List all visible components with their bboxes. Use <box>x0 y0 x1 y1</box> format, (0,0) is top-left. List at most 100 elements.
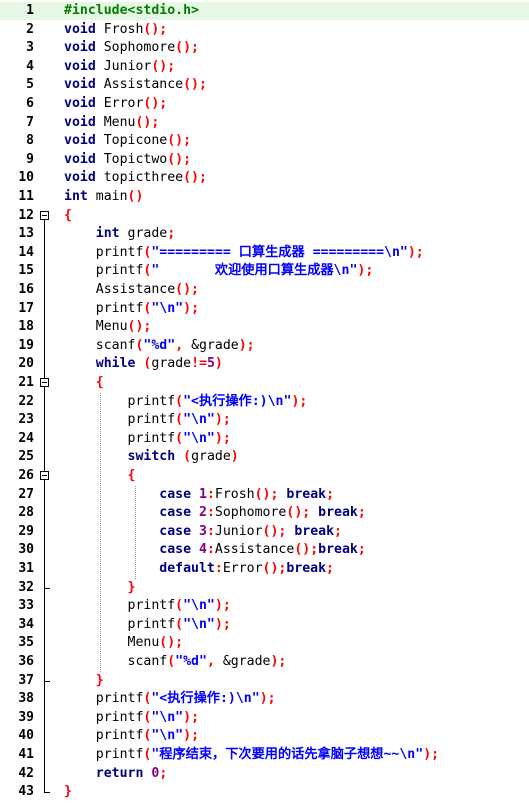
code-token <box>64 449 128 464</box>
code-line[interactable]: 32 } <box>0 579 529 597</box>
code-line[interactable]: 31 default:Error();break; <box>0 560 529 578</box>
code-token: Sophomore <box>95 40 176 56</box>
fold-toggle-icon[interactable] <box>40 471 49 480</box>
code-token: #include<stdio.h> <box>64 3 199 18</box>
line-source: void Frosh(); <box>64 21 167 39</box>
code-line[interactable]: 42 return 0; <box>0 765 529 783</box>
code-token <box>64 356 96 371</box>
code-token: break <box>294 523 335 539</box>
code-token: "\n" <box>151 728 184 744</box>
code-token <box>64 766 96 781</box>
code-line[interactable]: 30 case 4:Assistance();break; <box>0 541 529 559</box>
code-token: ( <box>143 244 152 260</box>
fold-end-marker <box>44 587 50 589</box>
code-token: topicthree <box>95 170 184 186</box>
code-token: ( <box>143 300 152 316</box>
code-token: break <box>286 561 327 576</box>
code-token <box>64 505 159 520</box>
code-line[interactable]: 20 while (grade!=5) <box>0 355 529 373</box>
code-line[interactable]: 23 printf("\n"); <box>0 411 529 429</box>
code-line[interactable]: 25 switch (grade) <box>0 448 529 466</box>
code-token: } <box>127 579 136 595</box>
code-token: while <box>95 356 136 372</box>
line-number: 42 <box>18 765 34 781</box>
line-number: 5 <box>26 77 34 93</box>
line-source: printf("<执行操作:)\n"); <box>64 690 276 708</box>
code-token <box>191 524 199 539</box>
code-line[interactable]: 13 int grade; <box>0 225 529 243</box>
code-line[interactable]: 7 void Menu(); <box>0 114 529 132</box>
code-token: "\n" <box>183 616 215 632</box>
code-token: } <box>95 672 104 688</box>
code-token: void <box>64 21 96 37</box>
code-line[interactable]: 17 printf("\n"); <box>0 300 529 318</box>
code-line[interactable]: 36 scanf("%d", &grade); <box>0 653 529 671</box>
code-line[interactable]: 15 printf(" 欢迎使用口算生成器\n"); <box>0 262 529 280</box>
code-line[interactable]: 34 printf("\n"); <box>0 616 529 634</box>
code-line[interactable]: 26 { <box>0 467 529 485</box>
code-line[interactable]: 21 { <box>0 374 529 392</box>
line-number: 37 <box>18 672 34 688</box>
code-token: printf <box>64 430 176 446</box>
line-source: void Menu(); <box>64 114 159 132</box>
code-token: &grade <box>183 337 239 353</box>
code-token: ); <box>291 393 308 409</box>
code-line[interactable]: 28 case 2:Sophomore(); break; <box>0 504 529 522</box>
code-line[interactable]: 27 case 1:Frosh(); break; <box>0 486 529 504</box>
code-token: ( <box>143 263 152 279</box>
code-line[interactable]: 39 printf("\n"); <box>0 709 529 727</box>
code-line[interactable]: 40 printf("\n"); <box>0 727 529 745</box>
fold-toggle-icon[interactable] <box>40 378 49 387</box>
fold-toggle-icon[interactable] <box>40 210 49 220</box>
code-token: ( <box>143 691 152 707</box>
code-line[interactable]: 19 scanf("%d", &grade); <box>0 337 529 355</box>
code-line[interactable]: 1 #include<stdio.h> <box>0 2 529 20</box>
code-token: void <box>64 170 96 186</box>
code-line[interactable]: 29 case 3:Junior(); break; <box>0 523 529 541</box>
code-token: ; <box>159 765 168 781</box>
code-line[interactable]: 12{ <box>0 207 529 225</box>
code-line[interactable]: 18 Menu(); <box>0 318 529 336</box>
code-line[interactable]: 43} <box>0 783 529 801</box>
code-token: printf <box>64 412 176 428</box>
line-number: 23 <box>18 412 34 428</box>
line-source: printf("程序结束，下次要用的话先拿脑子想想~~\n"); <box>64 746 439 764</box>
code-line[interactable]: 35 Menu(); <box>0 634 529 652</box>
code-line[interactable]: 33 printf("\n"); <box>0 597 529 615</box>
code-line[interactable]: 22 printf("<执行操作:)\n"); <box>0 393 529 411</box>
code-token: " 欢迎使用口算生成器\n" <box>151 263 358 279</box>
code-token: Frosh <box>214 486 255 502</box>
code-token <box>310 505 318 520</box>
code-line[interactable]: 41 printf("程序结束，下次要用的话先拿脑子想想~~\n"); <box>0 746 529 764</box>
fold-end-marker <box>44 792 50 794</box>
code-token: Error <box>95 96 144 111</box>
code-token: "<执行操作:)\n" <box>183 393 292 409</box>
line-number: 1 <box>26 3 34 18</box>
code-token: (); <box>151 58 176 74</box>
code-token: ( <box>183 449 192 465</box>
code-line[interactable]: 24 printf("\n"); <box>0 430 529 448</box>
code-token <box>64 487 159 502</box>
line-number: 7 <box>26 114 34 130</box>
line-source: Menu(); <box>64 318 152 336</box>
code-line[interactable]: 16 Assistance(); <box>0 281 529 299</box>
code-token <box>191 542 199 557</box>
code-line[interactable]: 14 printf("========= 口算生成器 =========\n")… <box>0 244 529 262</box>
code-line[interactable]: 38 printf("<执行操作:)\n"); <box>0 690 529 708</box>
code-token: case <box>159 505 192 521</box>
line-number: 29 <box>18 523 34 539</box>
code-token: Junior <box>214 523 263 539</box>
code-token: void <box>64 133 96 149</box>
line-number: 36 <box>18 654 34 669</box>
code-line[interactable]: 37 } <box>0 672 529 690</box>
